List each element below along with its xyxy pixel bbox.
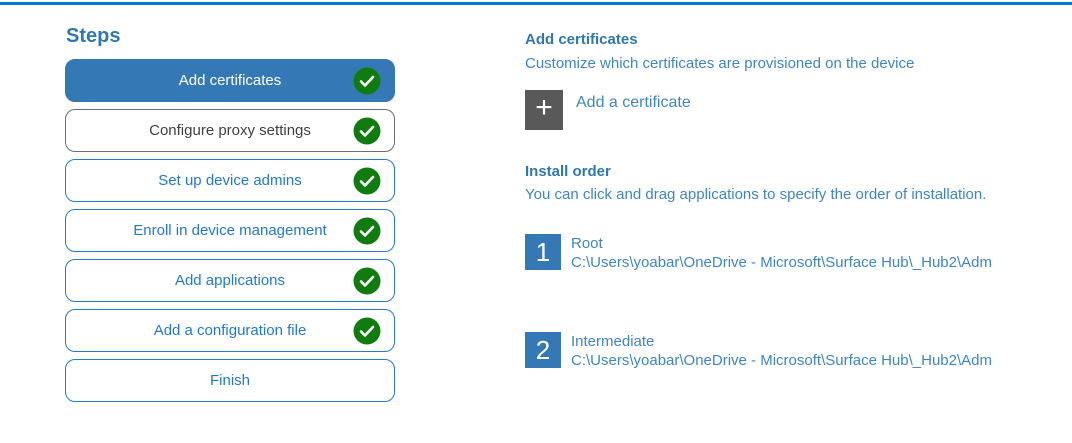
top-accent-line [0, 2, 1072, 5]
check-icon [353, 267, 381, 295]
step-add-applications[interactable]: Add applications [65, 259, 395, 302]
step-add-certificates[interactable]: Add certificates [65, 59, 395, 102]
step-label: Set up device admins [158, 172, 302, 189]
step-label: Finish [209, 372, 250, 389]
order-number-badge: 1 [525, 234, 561, 270]
step-add-a-configuration-file[interactable]: Add a configuration file [65, 309, 395, 352]
order-number-badge: 2 [525, 332, 561, 368]
step-label: Enroll in device management [133, 222, 327, 239]
step-set-up-device-admins[interactable]: Set up device admins [65, 159, 395, 202]
check-icon [353, 67, 381, 95]
certificate-name: Root [571, 235, 603, 252]
certificate-path: C:\Users\yoabar\OneDrive - Microsoft\Sur… [571, 352, 992, 369]
install-order-title: Install order [525, 163, 611, 180]
certificate-name: Intermediate [571, 333, 655, 350]
plus-icon: + [525, 90, 563, 130]
page-subtitle: Customize which certificates are provisi… [525, 55, 915, 72]
step-finish[interactable]: Finish [65, 359, 395, 402]
certificate-path: C:\Users\yoabar\OneDrive - Microsoft\Sur… [571, 254, 992, 271]
install-order-item-intermediate[interactable]: 2 Intermediate C:\Users\yoabar\OneDrive … [525, 332, 1009, 370]
check-icon [353, 317, 381, 345]
order-item-text: Root C:\Users\yoabar\OneDrive - Microsof… [571, 234, 1001, 272]
page-title: Add certificates [525, 31, 638, 48]
step-label: Add a configuration file [153, 322, 307, 339]
step-label: Add applications [174, 272, 286, 289]
add-certificate-label: Add a certificate [576, 94, 691, 111]
install-order-item-root[interactable]: 1 Root C:\Users\yoabar\OneDrive - Micros… [525, 234, 1009, 272]
steps-title: Steps [66, 25, 121, 47]
install-order-subtitle: You can click and drag applications to s… [525, 186, 987, 203]
step-configure-proxy-settings[interactable]: Configure proxy settings [65, 109, 395, 152]
check-icon [353, 217, 381, 245]
main-panel: Add certificates Customize which certifi… [525, 31, 1009, 370]
check-icon [353, 167, 381, 195]
order-item-text: Intermediate C:\Users\yoabar\OneDrive - … [571, 332, 1001, 370]
step-label: Configure proxy settings [149, 122, 311, 139]
steps-panel: Steps Add certificates Configure proxy s… [65, 24, 395, 409]
check-icon [353, 117, 381, 145]
step-label: Add certificates [178, 72, 282, 89]
step-enroll-in-device-management[interactable]: Enroll in device management [65, 209, 395, 252]
add-certificate-button[interactable]: + Add a certificate [525, 90, 1009, 130]
